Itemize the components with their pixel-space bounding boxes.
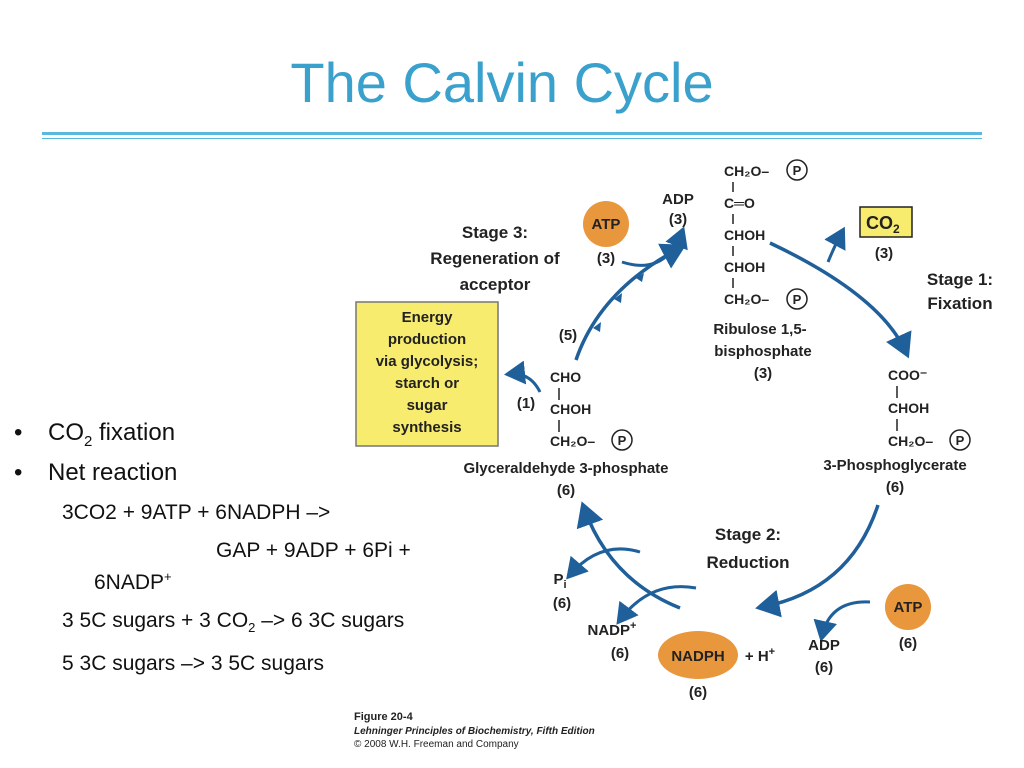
svg-text:(6): (6) — [899, 635, 917, 652]
svg-text:CHOH: CHOH — [724, 259, 765, 275]
stage2-line2: Reduction — [706, 553, 789, 572]
svg-text:starch or: starch or — [395, 375, 459, 392]
reaction-line-2: GAP + 9ADP + 6Pi + — [216, 539, 411, 562]
energy-box — [355, 301, 499, 447]
cycle-arrows — [574, 241, 912, 618]
svg-text:NADP+: NADP+ — [588, 620, 637, 639]
svg-text:CHO: CHO — [550, 369, 581, 385]
title-rule — [42, 132, 982, 135]
stage3-adp: ADP (3) — [662, 191, 694, 228]
pga-name: 3-Phosphoglycerate — [823, 457, 966, 474]
pga-count: (6) — [886, 479, 904, 496]
bullet-list: • CO2 fixation • Net reaction 3CO2 + 9AT… — [14, 418, 514, 677]
rubp-structure: CH₂O– C═O CHOH CHOH CH₂O– P P Ribulose 1… — [713, 159, 812, 382]
step-count-1: (1) — [517, 395, 535, 412]
svg-text:CO2: CO2 — [866, 213, 900, 236]
reaction-line-4: 3 5C sugars + 3 CO2 –> 6 3C sugars — [62, 609, 405, 636]
svg-text:P: P — [618, 433, 627, 448]
svg-text:(6): (6) — [689, 684, 707, 701]
svg-text:P: P — [793, 163, 802, 178]
svg-text:ADP: ADP — [808, 637, 840, 654]
svg-text:Energy: Energy — [402, 309, 454, 326]
stage1-title: Stage 1: — [927, 270, 993, 289]
reaction-line-3: 6NADP+ — [94, 569, 172, 594]
gap-name: Glyceraldehyde 3-phosphate — [463, 460, 668, 477]
bullet-dot: • — [14, 419, 23, 446]
svg-text:(3): (3) — [875, 245, 893, 262]
svg-text:NADPH: NADPH — [671, 648, 724, 665]
svg-text:sugar: sugar — [407, 397, 448, 414]
pi-product: Pi (6) — [553, 571, 571, 612]
svg-text:CH₂O–: CH₂O– — [724, 291, 769, 307]
svg-text:CHOH: CHOH — [888, 400, 929, 416]
bullet-net-reaction: • Net reaction — [14, 459, 178, 486]
svg-text:synthesis: synthesis — [392, 419, 461, 436]
svg-text:CH₂O–: CH₂O– — [724, 163, 769, 179]
svg-text:(6): (6) — [611, 645, 629, 662]
figure-label: Figure 20-4 — [354, 711, 414, 723]
svg-text:P: P — [956, 433, 965, 448]
svg-text:+ H+: + H+ — [745, 646, 775, 665]
stage3-line2: Regeneration of — [430, 249, 560, 268]
gap-count: (6) — [557, 482, 575, 499]
stage3-title: Stage 3: — [462, 223, 528, 242]
svg-text:ADP: ADP — [662, 191, 694, 208]
energy-box-text: Energy production via glycolysis; starch… — [376, 309, 479, 436]
svg-text:(6): (6) — [815, 659, 833, 676]
svg-text:CH₂O–: CH₂O– — [888, 433, 933, 449]
stage1-line2: Fixation — [927, 294, 992, 313]
svg-text:(6): (6) — [553, 595, 571, 612]
rubp-name-1: Ribulose 1,5- — [713, 321, 806, 338]
rubp-name-2: bisphosphate — [714, 343, 812, 360]
gap-structure: CHO CHOH CH₂O– P Glyceraldehyde 3-phosph… — [463, 369, 668, 499]
figure-book: Lehninger Principles of Biochemistry, Fi… — [354, 726, 595, 737]
stage2-title: Stage 2: — [715, 525, 781, 544]
reaction-line-5: 5 3C sugars –> 3 5C sugars — [62, 652, 325, 676]
nadph-reactant: NADPH + H+ (6) — [658, 631, 775, 701]
stage2-atp: ATP (6) — [885, 584, 931, 652]
svg-text:via glycolysis;: via glycolysis; — [376, 353, 479, 370]
title-rule-thin — [42, 138, 982, 139]
co2-box: CO2 (3) — [859, 206, 913, 262]
pga-structure: COO⁻ CHOH CH₂O– P 3-Phosphoglycerate (6) — [823, 367, 971, 496]
nadp-product: NADP+ (6) — [588, 620, 637, 662]
stage2-adp: ADP (6) — [808, 637, 840, 676]
step-count-5: (5) — [559, 327, 577, 344]
svg-text:CH₂O–: CH₂O– — [550, 433, 595, 449]
svg-text:CHOH: CHOH — [724, 227, 765, 243]
bullet-co2-fixation: • CO2 fixation — [14, 419, 176, 450]
rubp-count: (3) — [754, 365, 772, 382]
svg-text:(3): (3) — [597, 250, 615, 267]
svg-text:C═O: C═O — [724, 195, 755, 211]
svg-text:production: production — [388, 331, 466, 348]
svg-text:ATP: ATP — [894, 599, 923, 616]
svg-text:COO⁻: COO⁻ — [888, 367, 927, 383]
svg-text:ATP: ATP — [592, 216, 621, 233]
branch-arrows — [504, 226, 871, 642]
svg-text:P: P — [793, 292, 802, 307]
svg-text:Pi: Pi — [553, 571, 566, 591]
stage3-line3: acceptor — [460, 275, 531, 294]
svg-text:(3): (3) — [669, 211, 687, 228]
figure-copyright: © 2008 W.H. Freeman and Company — [354, 739, 519, 750]
svg-text:CHOH: CHOH — [550, 401, 591, 417]
arc-ticks — [593, 273, 644, 332]
stage3-atp: ATP (3) — [583, 201, 629, 267]
slide-title: The Calvin Cycle — [290, 51, 714, 114]
bullet-dot: • — [14, 459, 23, 486]
reaction-line-1: 3CO2 + 9ATP + 6NADPH –> — [62, 501, 331, 524]
